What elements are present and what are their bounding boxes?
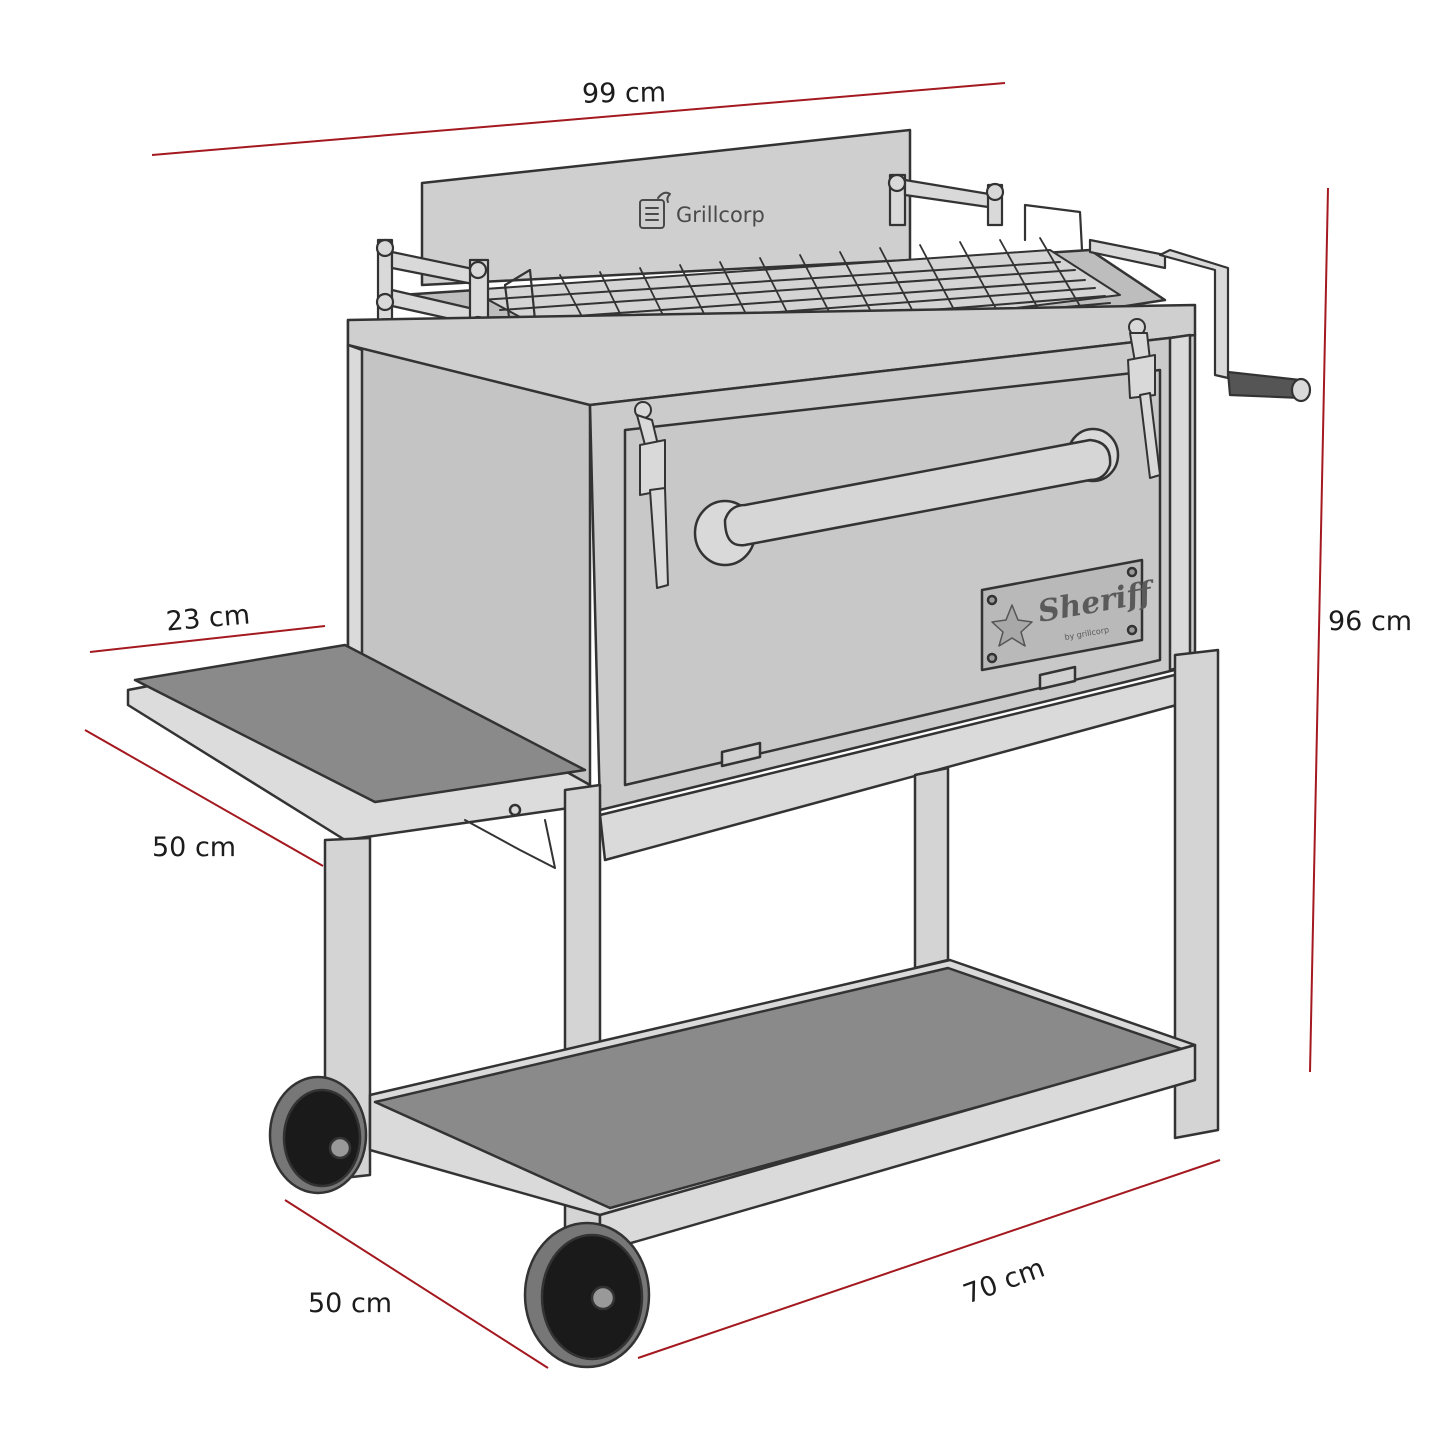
left-frame-tube (346, 343, 364, 692)
dim-line-base-depth (284, 1199, 549, 1369)
rear-leg-inner (913, 766, 950, 970)
dim-label-base-depth: 50 cm (308, 1288, 393, 1319)
crank-handle (1088, 238, 1312, 403)
dim-line-height (1309, 187, 1329, 1073)
grillcorp-logo (639, 191, 671, 229)
dim-line-base-length (637, 1159, 1221, 1359)
dim-label-width-top: 99 cm (581, 77, 667, 110)
latch-right (1127, 318, 1161, 479)
latch-left (634, 401, 669, 589)
rear-leg-right (1173, 648, 1220, 1140)
sheriff-plate (980, 558, 1144, 672)
door-pin-right (1038, 665, 1077, 691)
right-bracket (887, 173, 1084, 252)
dimension-lines (84, 82, 1329, 1369)
bottom-shelf (368, 958, 1197, 1254)
brand-name: Grillcorp (676, 203, 765, 227)
wheel-left (268, 1075, 368, 1195)
wheel-right (523, 1221, 651, 1369)
dim-line-shelf-depth (84, 729, 324, 867)
door-pin-left (720, 741, 762, 768)
dim-line-width-top (151, 82, 1006, 156)
right-frame-tube (1168, 333, 1192, 672)
dim-label-shelf-depth: 50 cm (152, 832, 237, 863)
dim-label-height: 96 cm (1328, 606, 1413, 637)
star-badge-icon (991, 604, 1033, 647)
door-handle (693, 427, 1120, 567)
dim-line-shelf-width (89, 625, 326, 653)
dim-label-shelf-width: 23 cm (164, 599, 252, 638)
back-panel (420, 128, 912, 287)
